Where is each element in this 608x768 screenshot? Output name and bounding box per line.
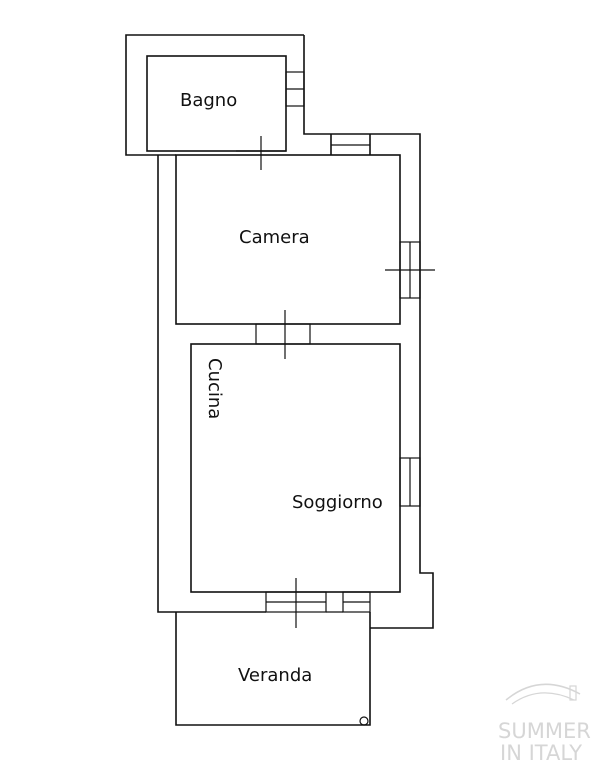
- room-label-cucina: Cucina: [204, 358, 225, 419]
- watermark-logo: SUMMER IN ITALY: [498, 683, 591, 765]
- camera-soggiorno-door: [255, 310, 311, 359]
- room-label-camera: Camera: [239, 227, 310, 248]
- watermark-line2: IN ITALY: [500, 741, 582, 765]
- bagno-walls: [125, 34, 331, 156]
- watermark-line1: SUMMER: [498, 719, 591, 743]
- veranda-doors: [265, 578, 371, 628]
- room-label-soggiorno: Soggiorno: [292, 492, 383, 513]
- main-walls: [157, 133, 434, 629]
- room-label-bagno: Bagno: [180, 90, 237, 111]
- veranda-area: [175, 611, 371, 726]
- room-label-veranda: Veranda: [238, 665, 312, 686]
